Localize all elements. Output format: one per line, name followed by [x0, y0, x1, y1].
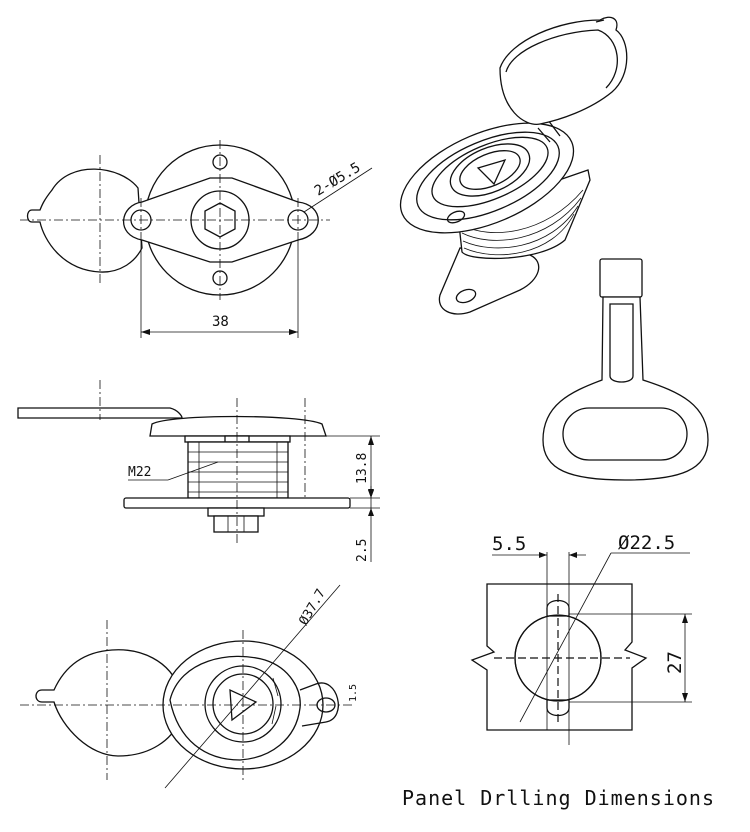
- iso-mount-tab: [438, 247, 540, 315]
- key-drawing: [542, 258, 709, 481]
- key-bow-hole: [562, 407, 688, 461]
- triangle-key-socket-icon: [476, 158, 507, 186]
- iso-threaded-body: [457, 169, 591, 260]
- side-view: M22 13.8 2.5: [17, 380, 380, 562]
- top-view: 38 2-Ø5.5: [20, 140, 373, 338]
- bottom-view-flap: [35, 649, 181, 757]
- iso-bezel-inner: [416, 131, 560, 221]
- iso-bezel-rim: [431, 136, 549, 208]
- thread-label: M22: [128, 465, 151, 480]
- bottom-dimension-label: 2.5: [355, 539, 370, 562]
- height-dimension-label: 13.8: [355, 453, 370, 484]
- slot-width-label: 5.5: [492, 533, 526, 555]
- side-view-thread: [187, 441, 289, 499]
- hole-dimension-label: 2-Ø5.5: [312, 160, 364, 200]
- side-view-nut: [213, 515, 259, 533]
- iso-plug: [449, 143, 531, 197]
- isometric-view: [399, 16, 628, 315]
- side-view-top-flange: [149, 415, 327, 437]
- iso-dust-cover-lid: [499, 16, 628, 125]
- iso-mount-hole: [455, 288, 477, 304]
- iso-small-hole: [446, 210, 466, 224]
- key-tip: [599, 258, 643, 298]
- small-dimension-label: 1.5: [348, 684, 359, 702]
- bottom-view: Ø37.7 1.5: [20, 584, 359, 789]
- diameter-dimension-label: Ø37.7: [296, 587, 329, 628]
- panel-drilling-view: 5.5 Ø22.5 27: [470, 532, 692, 745]
- hole-diameter-label: Ø22.5: [618, 532, 675, 554]
- top-view-flap: [26, 168, 143, 273]
- panel-cutout-outline: [470, 583, 648, 731]
- panel-height-label: 27: [664, 651, 686, 674]
- width-dimension-label: 38: [212, 314, 229, 330]
- key-shaft: [542, 296, 709, 481]
- panel-drilling-caption: Panel Drlling Dimensions: [402, 786, 715, 810]
